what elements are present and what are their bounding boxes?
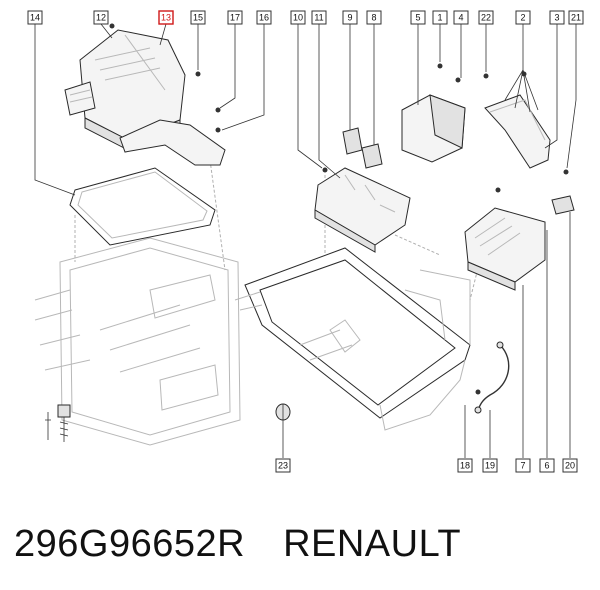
part-caption: 296G96652R RENAULT [14,516,594,572]
svg-text:13: 13 [161,13,171,23]
svg-text:14: 14 [30,13,40,23]
callout-19: 19 [482,458,498,473]
svg-text:6: 6 [544,461,549,471]
svg-text:9: 9 [347,13,352,23]
svg-text:22: 22 [481,13,491,23]
callout-17: 17 [227,10,243,25]
svg-text:1: 1 [437,13,442,23]
part-7-control-unit [464,207,546,291]
svg-text:4: 4 [458,13,463,23]
callout-11: 11 [311,10,327,25]
brand-name: RENAULT [283,522,462,565]
svg-text:2: 2 [520,13,525,23]
callout-14: 14 [27,10,43,25]
svg-text:20: 20 [565,461,575,471]
part-14-gasket [69,167,216,246]
callout-13: 13 [158,10,174,25]
center-frame-ghost [234,175,481,431]
part-19-cable [474,341,510,414]
callout-1: 1 [432,10,448,25]
exploded-parts-diagram: 14 12 13 15 17 16 10 11 9 8 5 1 4 22 2 3… [27,10,584,473]
svg-text:21: 21 [571,13,581,23]
svg-text:11: 11 [314,13,323,23]
svg-text:15: 15 [193,13,203,23]
callout-23: 23 [275,458,291,473]
left-frame-ghost [34,159,241,446]
callout-5: 5 [410,10,426,25]
svg-text:16: 16 [259,13,269,23]
svg-text:7: 7 [520,461,525,471]
callout-8: 8 [366,10,382,25]
callout-20: 20 [562,458,578,473]
callout-6: 6 [539,458,555,473]
svg-text:18: 18 [460,461,470,471]
svg-text:17: 17 [230,13,240,23]
bolt-detail [45,404,71,442]
part-9-8-connectors [342,127,383,169]
svg-text:8: 8 [371,13,376,23]
callout-15: 15 [190,10,206,25]
part-2-3-bracket [484,94,551,169]
callout-16: 16 [256,10,272,25]
part-16-bracket [119,119,226,166]
callout-10: 10 [290,10,306,25]
svg-text:12: 12 [96,13,106,23]
part-20-clip [551,195,575,215]
svg-text:23: 23 [278,461,288,471]
part-11-module [314,167,411,253]
callout-3: 3 [549,10,565,25]
callout-12: 12 [93,10,109,25]
callout-18: 18 [457,458,473,473]
callout-2: 2 [515,10,531,25]
leader-lines [34,23,577,458]
part-5-unit [401,94,466,163]
callout-4: 4 [453,10,469,25]
callout-7: 7 [515,458,531,473]
callout-9: 9 [342,10,358,25]
svg-text:10: 10 [293,13,303,23]
svg-text:3: 3 [554,13,559,23]
part-number: 296G96652R [14,522,246,565]
callout-21: 21 [568,10,584,25]
callout-22: 22 [478,10,494,25]
svg-text:19: 19 [485,461,495,471]
svg-text:5: 5 [415,13,420,23]
